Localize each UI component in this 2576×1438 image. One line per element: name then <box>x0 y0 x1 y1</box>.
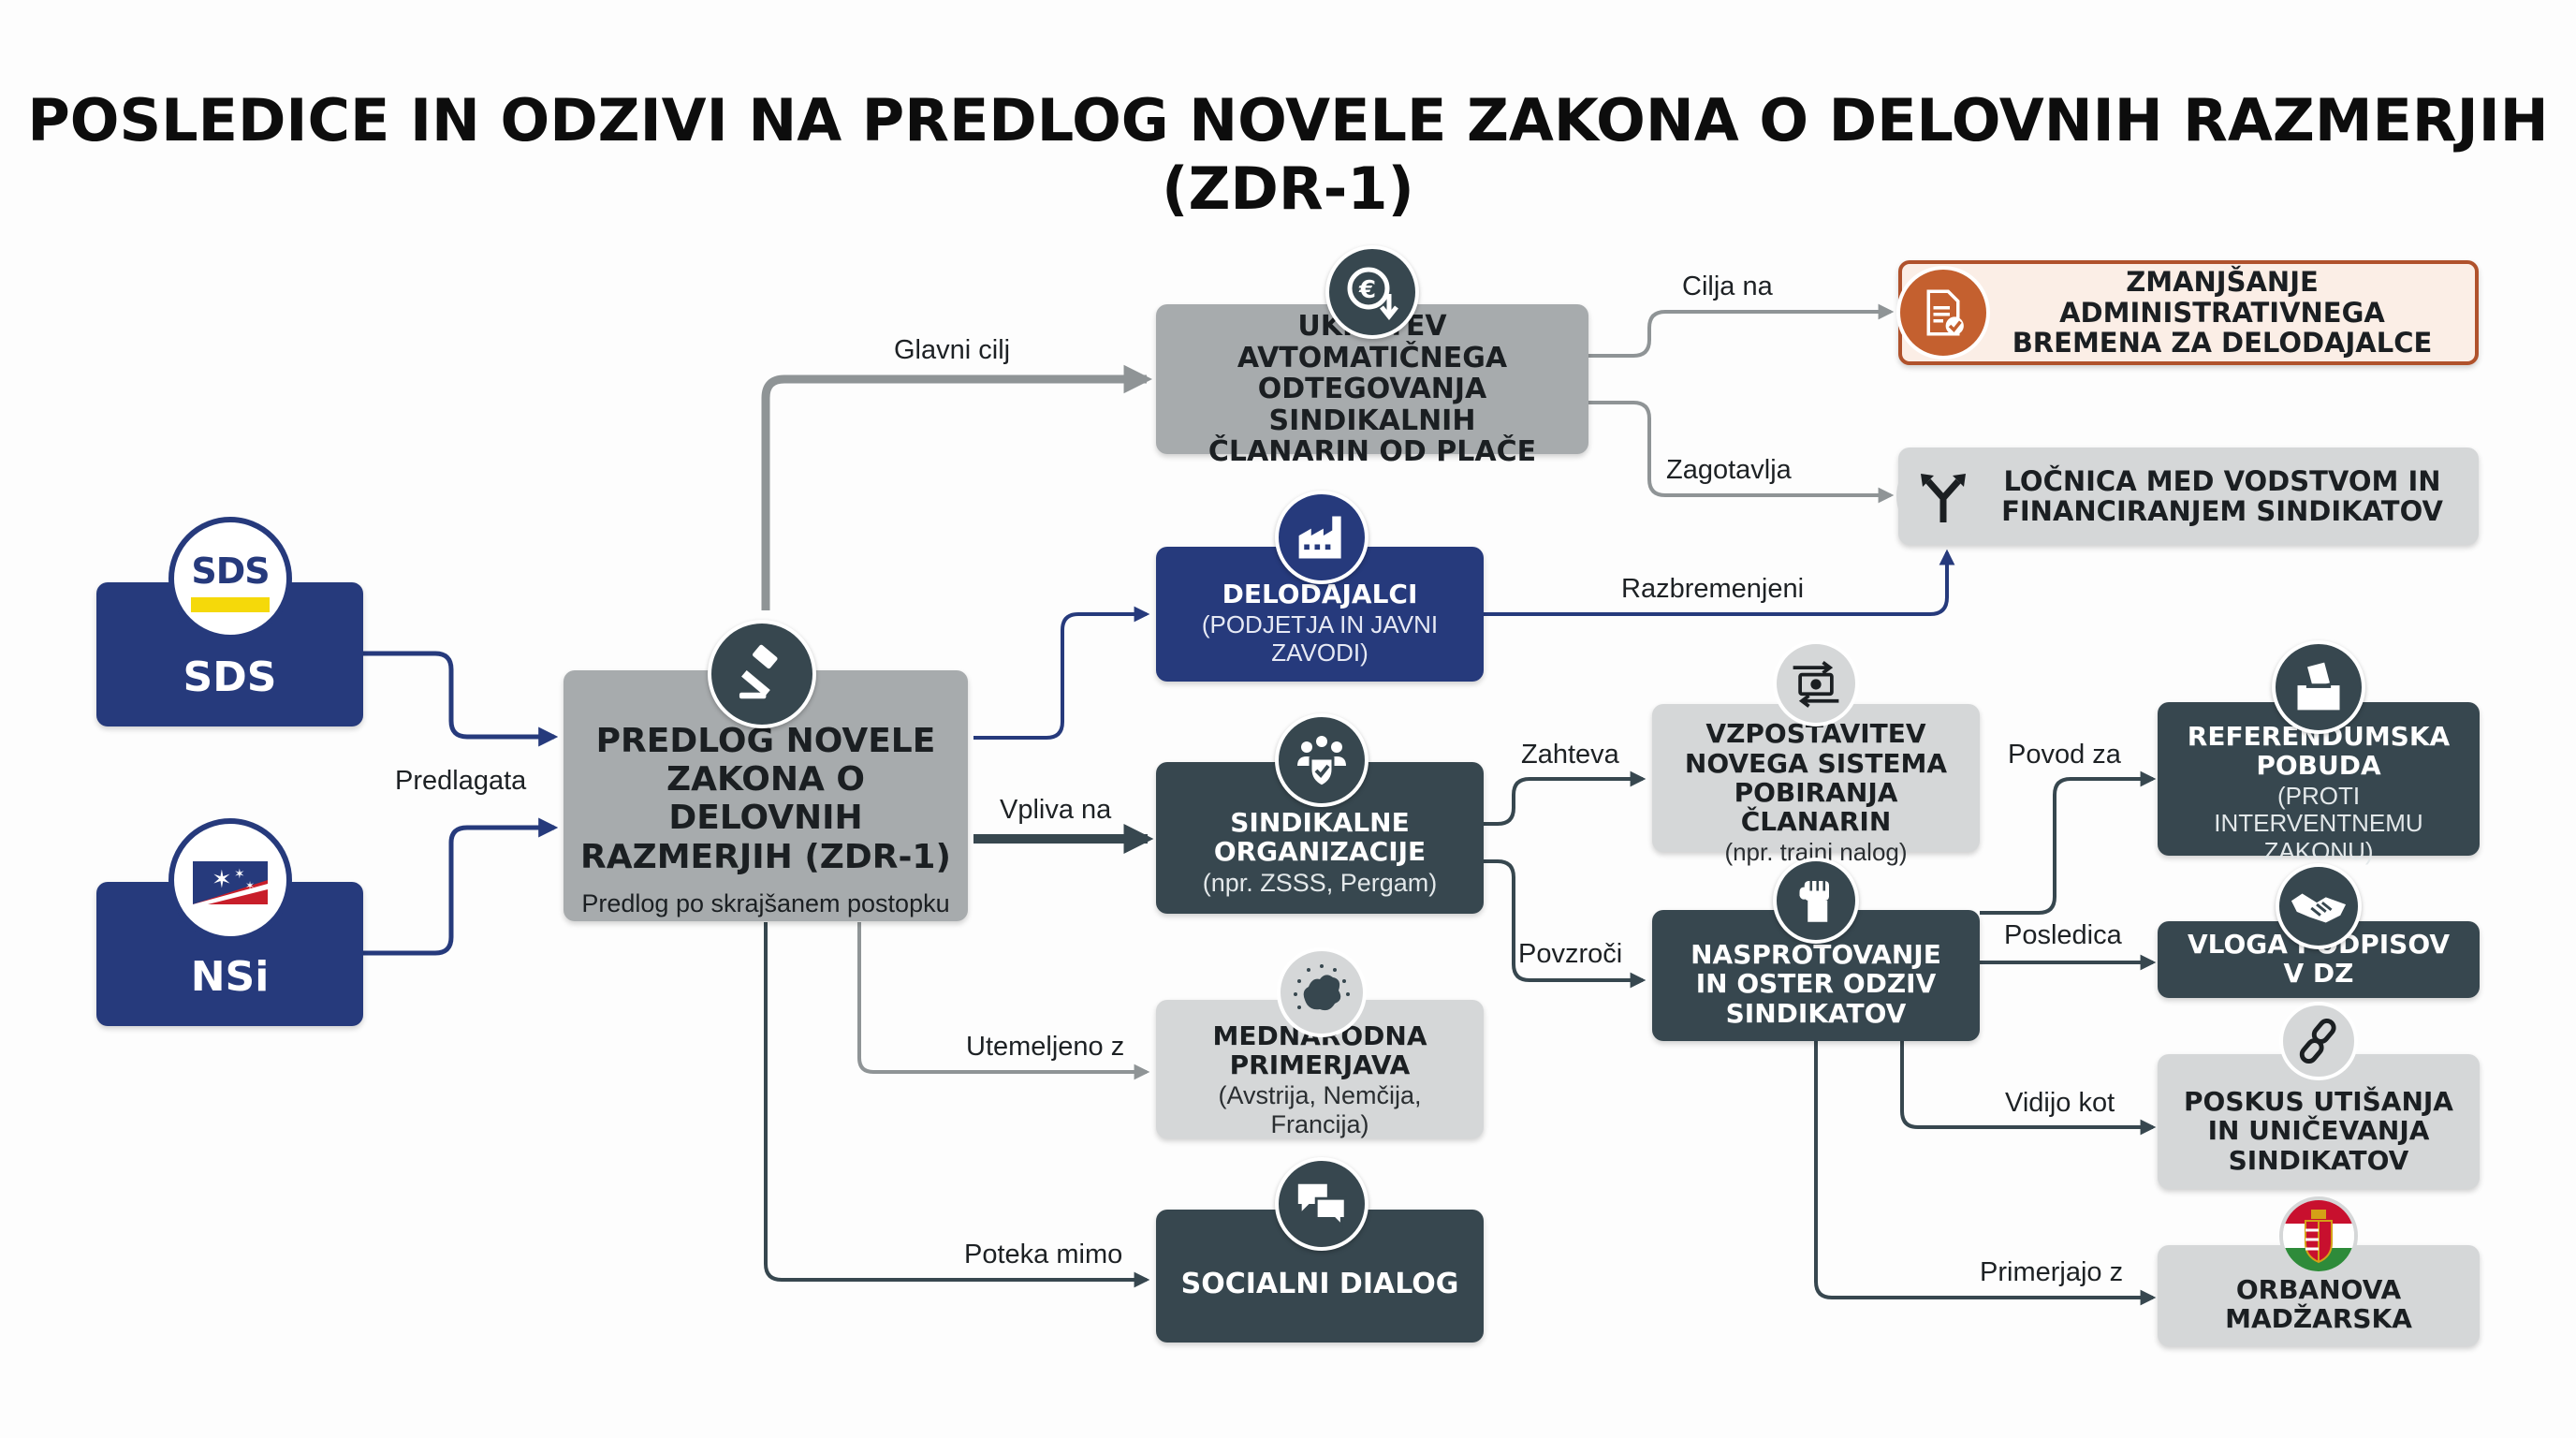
node-new-system-title: VZPOSTAVITEV NOVEGA SISTEMA POBIRANJA ČL… <box>1684 718 1948 838</box>
node-international-subtitle: (Avstrija, Nemčija, Francija) <box>1218 1081 1422 1139</box>
node-sds-title: SDS <box>183 653 277 702</box>
node-social-dialog-title: SOCIALNI DIALOG <box>1180 1268 1459 1301</box>
node-international-title: MEDNARODNA PRIMERJAVA <box>1212 1020 1427 1080</box>
node-international: MEDNARODNA PRIMERJAVA (Avstrija, Nemčija… <box>1156 1000 1484 1138</box>
edge-opposition-hungary <box>1814 1041 2157 1306</box>
edge-label-zagotavlja: Zagotavlja <box>1666 455 1792 485</box>
edge-unions-newsystem <box>1484 770 1647 826</box>
edge-label-vidijo-kot: Vidijo kot <box>2005 1088 2115 1118</box>
money-transfer-icon <box>1773 640 1859 726</box>
edge-abolition-divide <box>1588 401 1895 504</box>
document-check-icon <box>1896 266 1990 360</box>
edge-unions-opposition <box>1484 859 1647 989</box>
edge-proposal-employers <box>973 606 1150 740</box>
edge-label-povod-za: Povod za <box>2008 740 2121 770</box>
node-nsi-title: NSi <box>190 953 270 1002</box>
edge-proposal-socialdialog <box>764 922 1150 1288</box>
edge-opposition-referendum <box>1980 770 2157 915</box>
node-employers: DELODAJALCI (PODJETJA IN JAVNI ZAVODI) <box>1156 547 1484 682</box>
edge-employers-divide <box>1484 549 1955 616</box>
node-proposal-title: PREDLOG NOVELE ZAKONA O DELOVNIH RAZMERJ… <box>580 721 951 876</box>
broken-chain-icon <box>2279 1002 2358 1080</box>
node-referendum-subtitle: (PROTI INTERVENTNEMU ZAKONU) <box>2214 781 2423 866</box>
node-employers-title: DELODAJALCI <box>1222 579 1418 610</box>
svg-text:✶: ✶ <box>245 879 255 892</box>
node-signatures: VLOGA PODPISOV V DZ <box>2158 921 2480 998</box>
edge-abolition-burden <box>1588 303 1895 358</box>
europe-map-icon <box>1277 947 1367 1037</box>
raised-fist-icon <box>1773 858 1859 944</box>
edge-opposition-silencing <box>1900 1041 2157 1136</box>
people-shield-icon <box>1275 713 1368 807</box>
node-divide-title: LOČNICA MED VODSTVOM IN FINANCIRANJEM SI… <box>2001 464 2443 527</box>
page-title: POSLEDICE IN ODZIVI NA PREDLOG NOVELE ZA… <box>27 86 2549 223</box>
node-social-dialog: SOCIALNI DIALOG <box>1156 1210 1484 1343</box>
node-opposition-title: NASPROTOVANJE IN OSTER ODZIV SINDIKATOV <box>1690 938 1941 1029</box>
edge-label-utemeljeno-z: Utemeljeno z <box>966 1032 1125 1062</box>
node-burden: ZMANJŠANJE ADMINISTRATIVNEGA BREMENA ZA … <box>1898 260 2479 365</box>
node-signatures-title: VLOGA PODPISOV V DZ <box>2187 928 2451 989</box>
edge-label-vpliva-na: Vpliva na <box>1000 795 1112 825</box>
node-burden-title: ZMANJŠANJE ADMINISTRATIVNEGA BREMENA ZA … <box>2012 266 2433 360</box>
edge-proposal-abolition <box>761 364 1153 610</box>
edge-label-predlagata: Predlagata <box>395 766 527 796</box>
gavel-icon <box>708 620 816 728</box>
node-hungary-title: ORBANOVA MADŽARSKA <box>2225 1273 2412 1334</box>
node-silencing-title: POSKUS UTIŠANJA IN UNIČEVANJA SINDIKATOV <box>2184 1085 2453 1176</box>
svg-text:✶: ✶ <box>234 867 245 882</box>
edge-label-zahteva: Zahteva <box>1521 740 1619 770</box>
node-abolition: UKINITEV AVTOMATIČNEGA ODTEGOVANJA SINDI… <box>1156 304 1588 468</box>
fork-arrows-icon <box>1896 449 1990 543</box>
ballot-box-icon <box>2272 640 2365 734</box>
nsi-party-logo-icon: ✶ ✶ ✶ <box>168 818 292 942</box>
edge-label-posledica: Posledica <box>2004 920 2122 950</box>
edge-sds-proposal <box>363 651 559 747</box>
node-unions-subtitle: (npr. ZSSS, Pergam) <box>1202 868 1438 897</box>
edge-nsi-proposal <box>363 817 559 956</box>
edge-label-cilja-na: Cilja na <box>1682 271 1773 301</box>
edge-label-poteka-mimo: Poteka mimo <box>964 1240 1123 1269</box>
edge-label-razbremenjeni: Razbremenjeni <box>1621 574 1805 604</box>
svg-text:€: € <box>1358 276 1376 304</box>
sds-party-logo-icon: SDS <box>168 517 292 640</box>
handshake-icon <box>2276 863 2362 949</box>
node-unions-title: SINDIKALNE ORGANIZACIJE <box>1213 807 1427 868</box>
edge-label-glavni-cilj: Glavni cilj <box>894 335 1011 365</box>
node-proposal-subtitle: Predlog po skrajšanem postopku <box>581 889 950 918</box>
svg-text:✶: ✶ <box>212 866 232 894</box>
node-divide: LOČNICA MED VODSTVOM IN FINANCIRANJEM SI… <box>1898 448 2479 545</box>
factory-icon <box>1275 491 1368 584</box>
edge-proposal-international <box>857 922 1150 1080</box>
hungary-coat-of-arms-icon <box>2279 1196 2358 1275</box>
euro-coin-down-icon: € <box>1325 245 1419 339</box>
node-employers-subtitle: (PODJETJA IN JAVNI ZAVODI) <box>1201 609 1439 667</box>
sds-logo-yellow-bar <box>191 597 270 612</box>
edge-label-primerjajo-z: Primerjajo z <box>1980 1257 2124 1287</box>
node-unions: SINDIKALNE ORGANIZACIJE (npr. ZSSS, Perg… <box>1156 762 1484 914</box>
node-abolition-title: UKINITEV AVTOMATIČNEGA ODTEGOVANJA SINDI… <box>1208 311 1537 469</box>
speech-bubbles-icon <box>1275 1157 1368 1251</box>
sds-logo-text: SDS <box>191 550 270 592</box>
edge-label-povzroci: Povzroči <box>1518 939 1623 969</box>
